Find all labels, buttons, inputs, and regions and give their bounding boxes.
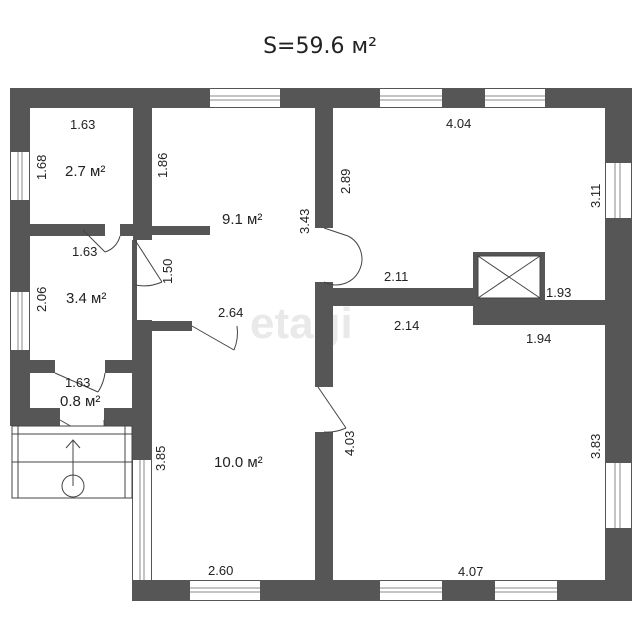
dimension-label: 1.63 <box>65 375 90 390</box>
ventilation-shaft <box>477 255 541 299</box>
total-area-title: S=59.6 м² <box>263 34 377 59</box>
dimension-label: 4.03 <box>342 431 357 456</box>
dimension-label: 1.94 <box>526 331 551 346</box>
dimension-label: 1.63 <box>72 244 97 259</box>
dimension-label: 3.85 <box>153 446 168 471</box>
dimension-label: 1.68 <box>34 155 49 180</box>
room-area-a: 2.7 м² <box>65 163 105 180</box>
entrance-stairs <box>11 425 133 499</box>
room-area-c: 3.4 м² <box>66 290 106 307</box>
dimension-label: 2.06 <box>34 287 49 312</box>
watermark: etagi <box>250 299 353 348</box>
dimension-label: 2.11 <box>384 269 408 284</box>
doors <box>54 227 363 444</box>
windows <box>11 89 631 600</box>
dimension-label: 1.63 <box>70 117 95 132</box>
dimension-label: 1.86 <box>155 153 170 178</box>
dimension-label: 2.14 <box>394 318 419 333</box>
dimension-label: 4.07 <box>458 564 483 579</box>
dimension-label: 3.43 <box>297 209 312 234</box>
room-area-b: 9.1 м² <box>222 211 262 228</box>
dimension-label: 3.11 <box>588 184 603 208</box>
dimension-label: 3.83 <box>588 434 603 459</box>
dimension-label: 2.60 <box>208 563 233 578</box>
room-area-e: 10.0 м² <box>214 454 263 471</box>
dimension-label: 1.93 <box>546 285 571 300</box>
dimension-label: 4.04 <box>446 116 471 131</box>
room-area-d: 0.8 м² <box>60 393 100 410</box>
dimension-label: 2.89 <box>338 169 353 194</box>
dimension-label: 1.50 <box>160 259 175 284</box>
dimension-label: 2.64 <box>218 305 243 320</box>
